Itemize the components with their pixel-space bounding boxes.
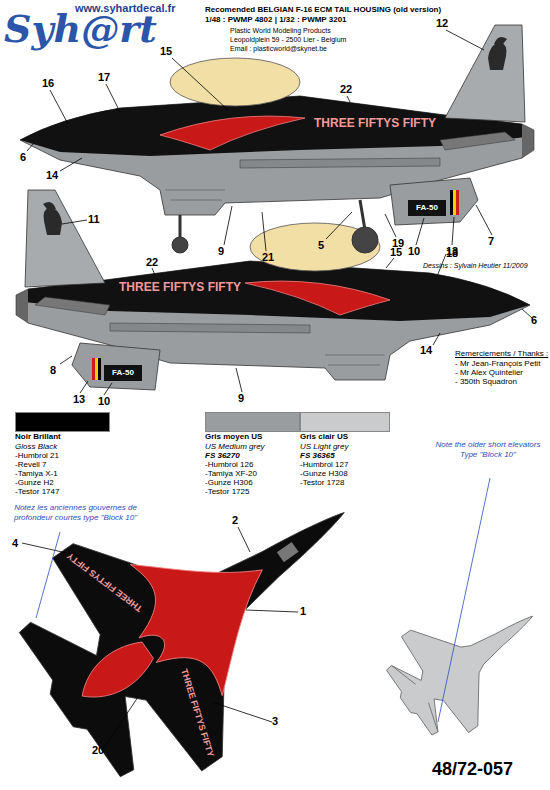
callout-number: 14: [46, 170, 58, 181]
paint-reference: - 350th Squadron: [455, 378, 517, 386]
callout-number: 6: [531, 315, 537, 326]
paint-reference: -Humbrol 127: [300, 461, 348, 469]
paint-reference: -Tamiya X-1: [15, 470, 58, 478]
aircraft-marking: THREE FIFTYS FIFTY: [119, 281, 241, 293]
callout-number: 7: [488, 236, 494, 247]
header-text: Recomended BELGIAN F-16 ECM TAIL HOUSING…: [205, 6, 441, 14]
note-text: Notez les anciennes gouvernes de profond…: [8, 503, 143, 522]
paint-reference: - Mr Alex Quintelier: [455, 369, 523, 377]
color-swatch: [205, 412, 300, 432]
callout-number: 6: [20, 152, 26, 163]
callout-number: 13: [73, 394, 85, 405]
callout-number: 20: [92, 745, 104, 756]
color-name: Noir Brillant: [15, 433, 61, 441]
callout-number: 9: [218, 246, 224, 257]
paint-reference: -Gunze H306: [205, 479, 253, 487]
header-text: Plastic World Modeling Products: [230, 27, 331, 34]
callout-number: 15: [390, 247, 402, 258]
callout-number: 12: [436, 18, 448, 29]
callout-number: 15: [160, 46, 172, 57]
callout-number: 21: [262, 252, 274, 263]
brand-logo: Syh@rt: [4, 10, 157, 48]
paint-reference: -Tamiya XF-20: [205, 470, 257, 478]
paint-reference: -Humbrol 21: [15, 452, 59, 460]
credit-text: Dessins : Sylvain Heutier 11/2009: [423, 262, 528, 269]
paint-reference: -Revell 7: [15, 461, 47, 469]
serial-marking: FA-50: [416, 204, 438, 212]
fs-code: FS 36270: [205, 452, 240, 460]
paint-reference: -Testor 1725: [205, 488, 249, 496]
callout-number: 17: [98, 72, 110, 83]
paint-reference: -Gunze H2: [15, 479, 54, 487]
callout-number: 3: [272, 716, 278, 727]
callout-number: 8: [50, 365, 56, 376]
note-text: Note the older short elevators Type "Blo…: [432, 440, 544, 459]
callout-number: 11: [88, 214, 100, 225]
callout-number: 14: [420, 345, 432, 356]
color-name: Gloss Black: [15, 443, 57, 451]
landing-gear: [172, 200, 378, 253]
color-swatch: [15, 412, 110, 432]
leader-lines: [22, 30, 532, 748]
aircraft-marking: THREE FIFTYS FIFTY: [314, 117, 436, 129]
callout-number: 1: [300, 606, 306, 617]
callout-number: 4: [12, 538, 18, 549]
top-view: [0, 406, 419, 790]
callout-number: 2: [232, 515, 238, 526]
header-text: Leopoldplein 59 - 2500 Lier - Belgium: [230, 36, 346, 43]
sheet-number: 48/72-057: [432, 760, 513, 778]
callout-number: 10: [98, 396, 110, 407]
paint-reference: -Testor 1747: [15, 488, 59, 496]
thanks-text: Remerciements / Thanks :: [455, 350, 548, 358]
side-view-right: [16, 190, 530, 390]
paint-reference: -Testor 1728: [300, 479, 344, 487]
header-text: 1/48 : PWMP 4802 | 1/32 : PWMP 3201: [205, 16, 347, 24]
paint-reference: -Gunze H308: [300, 470, 348, 478]
color-name: US Medium grey: [205, 443, 265, 451]
color-name: Gris clair US: [300, 433, 348, 441]
color-name: US Light grey: [300, 443, 348, 451]
fs-code: FS 36365: [300, 452, 335, 460]
underside-view: [372, 568, 550, 753]
callout-number: 22: [146, 257, 158, 268]
color-swatch: [300, 412, 390, 432]
callout-number: 22: [340, 84, 352, 95]
callout-number: 5: [318, 240, 324, 251]
paint-reference: -Humbrol 126: [205, 461, 253, 469]
callout-number: 18: [446, 248, 458, 259]
header-text: Email : plasticworld@skynet.be: [230, 45, 327, 52]
side-view-left: [20, 25, 534, 225]
callout-number: 10: [408, 246, 420, 257]
callout-number: 9: [238, 393, 244, 404]
color-name: Gris moyen US: [205, 433, 262, 441]
callout-number: 16: [42, 78, 54, 89]
tail-markings: [92, 190, 459, 381]
paint-reference: - Mr Jean-François Petit: [455, 360, 540, 368]
serial-marking: FA-50: [112, 369, 134, 377]
